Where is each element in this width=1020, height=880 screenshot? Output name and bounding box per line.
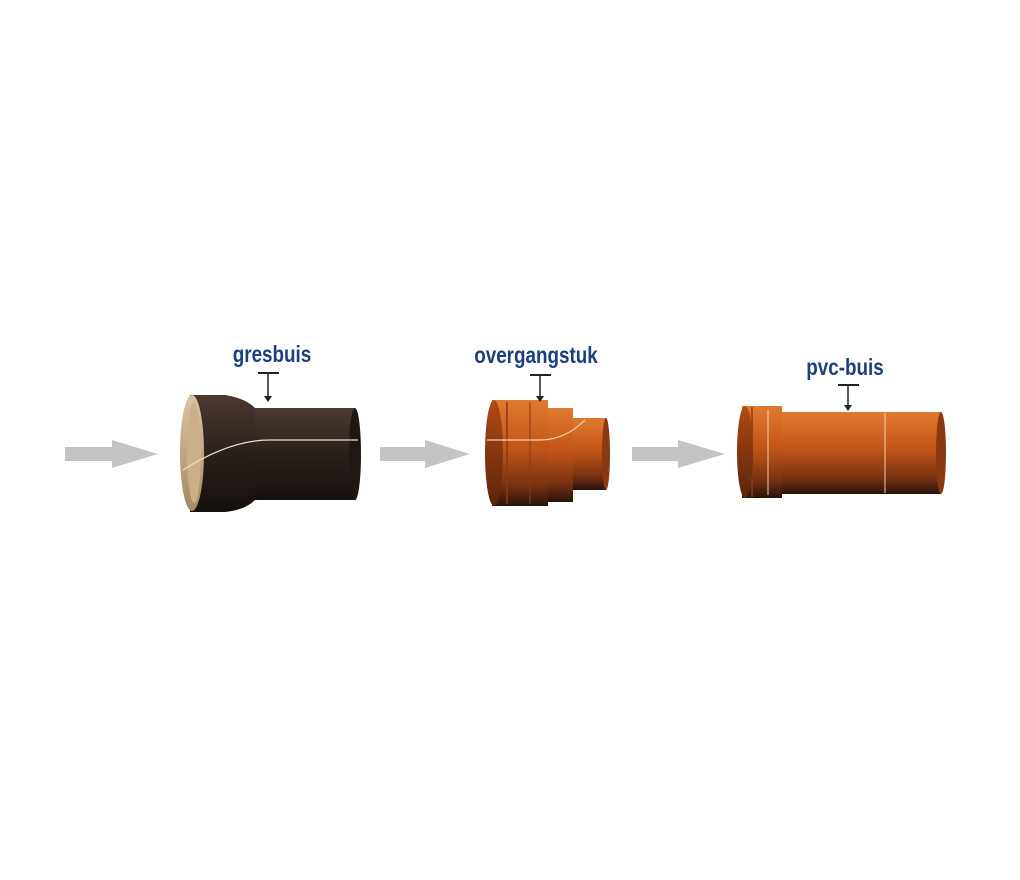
flow-arrow-2	[380, 440, 470, 468]
pvc-pipe	[737, 406, 946, 498]
flow-arrow-3	[632, 440, 725, 468]
label-gresbuis: gresbuis	[233, 342, 312, 367]
label-pvc-buis: pvc-buis	[806, 355, 883, 380]
clay-pipe-marker	[258, 372, 279, 402]
adapter-fitting	[485, 400, 610, 506]
flow-arrow-1	[65, 440, 158, 468]
adapter-marker	[530, 374, 551, 402]
pvc-pipe-marker	[838, 384, 859, 411]
label-overgangstuk: overgangstuk	[474, 343, 598, 368]
clay-pipe	[180, 395, 361, 512]
